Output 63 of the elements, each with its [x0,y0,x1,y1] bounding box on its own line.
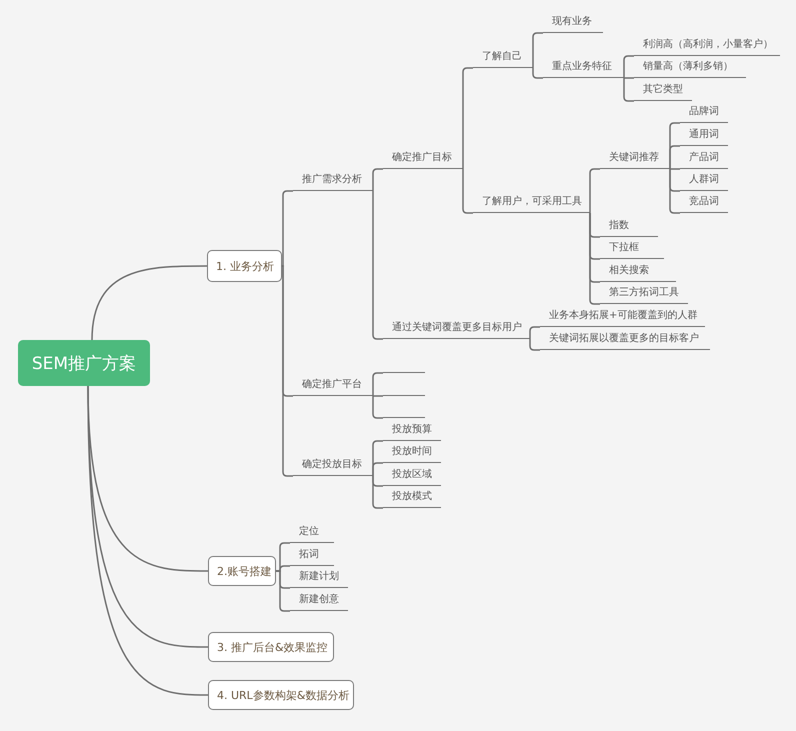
branch-label: 通过关键词覆盖更多目标用户 [383,320,530,339]
connector-line [276,570,290,612]
connector-line [373,395,383,397]
branch-label: 投放模式 [383,489,441,508]
branch-label: 了解自己 [473,49,533,68]
branch-label: 确定推广平台 [293,377,373,396]
branch-label: 利润高（高利润，小量客户） [634,37,780,56]
connector-line [372,190,383,340]
connector-line [532,32,543,69]
connector-line [372,475,383,509]
branch-label: 拓词 [290,547,334,566]
connector-line [623,55,634,79]
branch-label: 通用词 [680,127,728,146]
connector-line [623,77,634,102]
branch-label: 了解用户，可采用工具 [473,194,590,213]
branch-label: 投放时间 [383,444,441,463]
connector-line [372,168,383,192]
branch-label: 确定推广目标 [383,150,463,169]
connector-line [91,265,207,340]
connector-line [372,372,383,397]
branch-label: 相关搜索 [600,263,676,282]
branch-label: 投放区域 [383,467,441,486]
branch-label: 指数 [600,218,658,237]
branch-label: 竞品词 [680,194,728,213]
branch-label: 推广需求分析 [293,172,373,191]
branch-label: 确定投放目标 [293,457,373,476]
connector-line [529,338,540,351]
branch-label: 关键词推荐 [600,150,670,169]
connector-line [670,168,680,170]
branch-label: 下拉框 [600,240,664,259]
connector-line [462,168,473,214]
branch-label: 品牌词 [680,104,728,123]
branch-label: 人群词 [680,172,728,191]
topic-box: 1. 业务分析 [207,250,282,282]
connector-line [532,67,543,79]
branch-label: 重点业务特征 [543,59,624,78]
connector-line [281,265,293,477]
branch-label: 第三方拓词工具 [600,285,688,304]
branch-label: 业务本身拓展+可能覆盖到的人群 [540,308,705,327]
connector-line [372,395,383,419]
topic-box: 3. 推广后台&效果监控 [208,632,334,662]
topic-box: 2.账号搭建 [208,556,276,586]
connector-line [624,77,634,79]
branch-label: 新建创意 [290,592,348,611]
connector-line [87,386,208,696]
central-topic-box: SEM推广方案 [18,340,150,386]
topic-box: 4. URL参数构架&数据分析 [208,680,354,710]
connector-line [282,190,293,267]
branch-label: 现有业务 [543,14,603,33]
connector-line [589,168,600,214]
branch-label: 关键词拓展以覆盖更多的目标客户 [540,331,710,350]
branch-label: 定位 [290,524,334,543]
branch-label: 销量高（薄利多销） [634,59,746,78]
connector-line [669,145,680,170]
branch-label: 投放预算 [383,422,441,441]
branch-label: 产品词 [680,150,728,169]
connector-line [529,326,540,340]
connector-line [589,212,600,305]
connector-line [372,462,383,477]
branch-label: 新建计划 [290,569,348,588]
branch-label: 其它类型 [634,82,692,101]
connector-line [669,168,680,214]
connector-line [462,67,473,170]
